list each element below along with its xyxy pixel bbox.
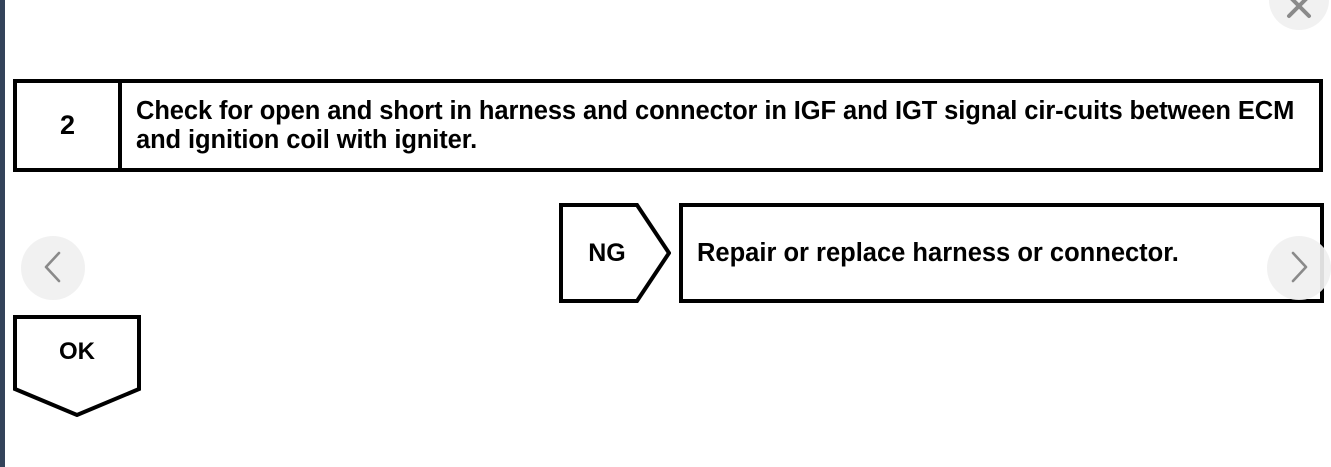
- window-edge-bar: [0, 0, 5, 467]
- step-instruction-cell: Check for open and short in harness and …: [136, 96, 1295, 154]
- ng-branch-label: NG: [588, 238, 626, 267]
- ok-branch-label: OK: [59, 338, 95, 365]
- close-icon: [1284, 0, 1314, 24]
- chevron-left-icon: [42, 250, 64, 287]
- step-number-cell: 2: [17, 83, 122, 168]
- next-image-button[interactable]: [1267, 236, 1331, 300]
- flowchart-step-row: 2 Check for open and short in harness an…: [13, 79, 1323, 172]
- ok-branch-shape: [13, 315, 141, 417]
- previous-image-button[interactable]: [21, 236, 85, 300]
- ng-branch-shape: [559, 203, 671, 303]
- chevron-right-icon: [1288, 250, 1310, 287]
- ng-outcome-box: Repair or replace harness or connector.: [679, 203, 1324, 303]
